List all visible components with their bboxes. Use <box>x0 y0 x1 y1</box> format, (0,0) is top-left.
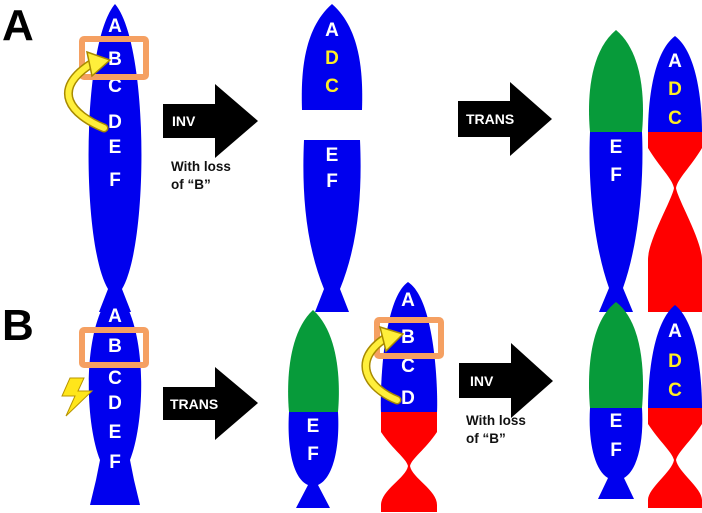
panel-a-chromosome-4: A D C <box>648 36 702 312</box>
inv-caption-line-2: of “B” <box>466 431 506 446</box>
segment-f: F <box>109 170 121 191</box>
blue-segment <box>380 282 438 412</box>
block-arrow-icon <box>459 343 553 418</box>
segment-b: B <box>108 49 122 70</box>
segment-e: E <box>307 416 320 437</box>
segment-d: D <box>401 388 415 409</box>
panel-b-trans-arrow: TRANS <box>163 367 258 440</box>
upper-fragment <box>301 4 363 110</box>
segment-c: C <box>108 76 122 97</box>
red-segment <box>381 412 437 512</box>
panel-b-inv-arrow: INV <box>459 343 553 418</box>
segment-b: B <box>108 336 122 357</box>
highlight-box <box>374 317 444 359</box>
segment-e: E <box>610 411 623 432</box>
panel-a-chromosome-3: E F <box>589 30 643 312</box>
segment-e: E <box>326 145 339 166</box>
inv-caption-line-1: With loss <box>171 159 231 174</box>
block-arrow-icon <box>163 84 258 158</box>
segment-e: E <box>109 137 122 158</box>
segment-a: A <box>401 290 415 311</box>
panel-b-label: B <box>2 301 34 350</box>
panel-b-chromosome-3: A B C D <box>361 282 444 512</box>
segment-c: C <box>325 76 339 97</box>
blue-segment <box>589 132 643 312</box>
inv-arrow-label: INV <box>470 373 494 389</box>
blue-segment <box>648 305 702 408</box>
blue-segment <box>288 412 339 508</box>
panel-b-chromosome-5: A D C <box>648 305 702 508</box>
segment-f: F <box>307 444 319 465</box>
inversion-arrow <box>363 334 400 403</box>
segment-b: B <box>401 327 415 348</box>
segment-d: D <box>668 351 682 372</box>
highlight-box <box>79 327 149 368</box>
panel-a-inv-arrow: INV <box>163 84 258 158</box>
segment-d: D <box>325 48 339 69</box>
inversion-arrowhead-icon <box>85 50 112 78</box>
segment-e: E <box>109 422 122 443</box>
trans-arrow-label: TRANS <box>466 111 514 127</box>
segment-f: F <box>610 165 622 186</box>
panel-b-chromosome-4: E F <box>589 302 643 499</box>
red-segment <box>648 408 702 508</box>
green-segment <box>288 310 339 412</box>
inversion-arrowhead-icon <box>378 325 405 353</box>
block-arrow-icon <box>163 367 258 440</box>
panel-a-trans-arrow: TRANS <box>458 82 552 156</box>
inv-caption-line-1: With loss <box>466 413 526 428</box>
panel-a-label: A <box>2 1 34 50</box>
panel-a-chromosome-1: A B C D E F <box>63 4 149 312</box>
segment-a: A <box>108 306 122 327</box>
segment-a: A <box>668 51 682 72</box>
green-segment <box>589 30 643 132</box>
segment-d: D <box>668 79 682 100</box>
inv-arrow-label: INV <box>172 113 196 129</box>
inversion-arrow <box>65 59 107 131</box>
chromosome-body <box>88 290 142 505</box>
segment-a: A <box>108 16 122 37</box>
panel-a-chromosome-2: A D C E F <box>301 4 363 312</box>
inv-caption-line-2: of “B” <box>171 177 211 192</box>
lightning-bolt-icon <box>61 377 94 417</box>
panel-b-chromosome-1: A B C D E F <box>61 290 149 505</box>
panel-b-chromosome-2: E F <box>288 310 339 508</box>
segment-c: C <box>108 368 122 389</box>
segment-e: E <box>610 137 623 158</box>
lower-fragment <box>303 140 361 312</box>
highlight-box <box>79 36 149 80</box>
segment-f: F <box>109 452 121 473</box>
segment-f: F <box>610 440 622 461</box>
trans-arrow-label: TRANS <box>170 396 218 412</box>
block-arrow-icon <box>458 82 552 156</box>
blue-segment <box>648 36 702 132</box>
segment-a: A <box>668 321 682 342</box>
segment-c: C <box>668 108 682 129</box>
segment-c: C <box>668 380 682 401</box>
segment-a: A <box>325 20 339 41</box>
segment-c: C <box>401 356 415 377</box>
blue-segment <box>589 408 643 499</box>
segment-d: D <box>108 393 122 414</box>
red-segment <box>648 132 702 312</box>
green-segment <box>589 302 643 408</box>
segment-d: D <box>108 112 122 133</box>
segment-f: F <box>326 171 338 192</box>
